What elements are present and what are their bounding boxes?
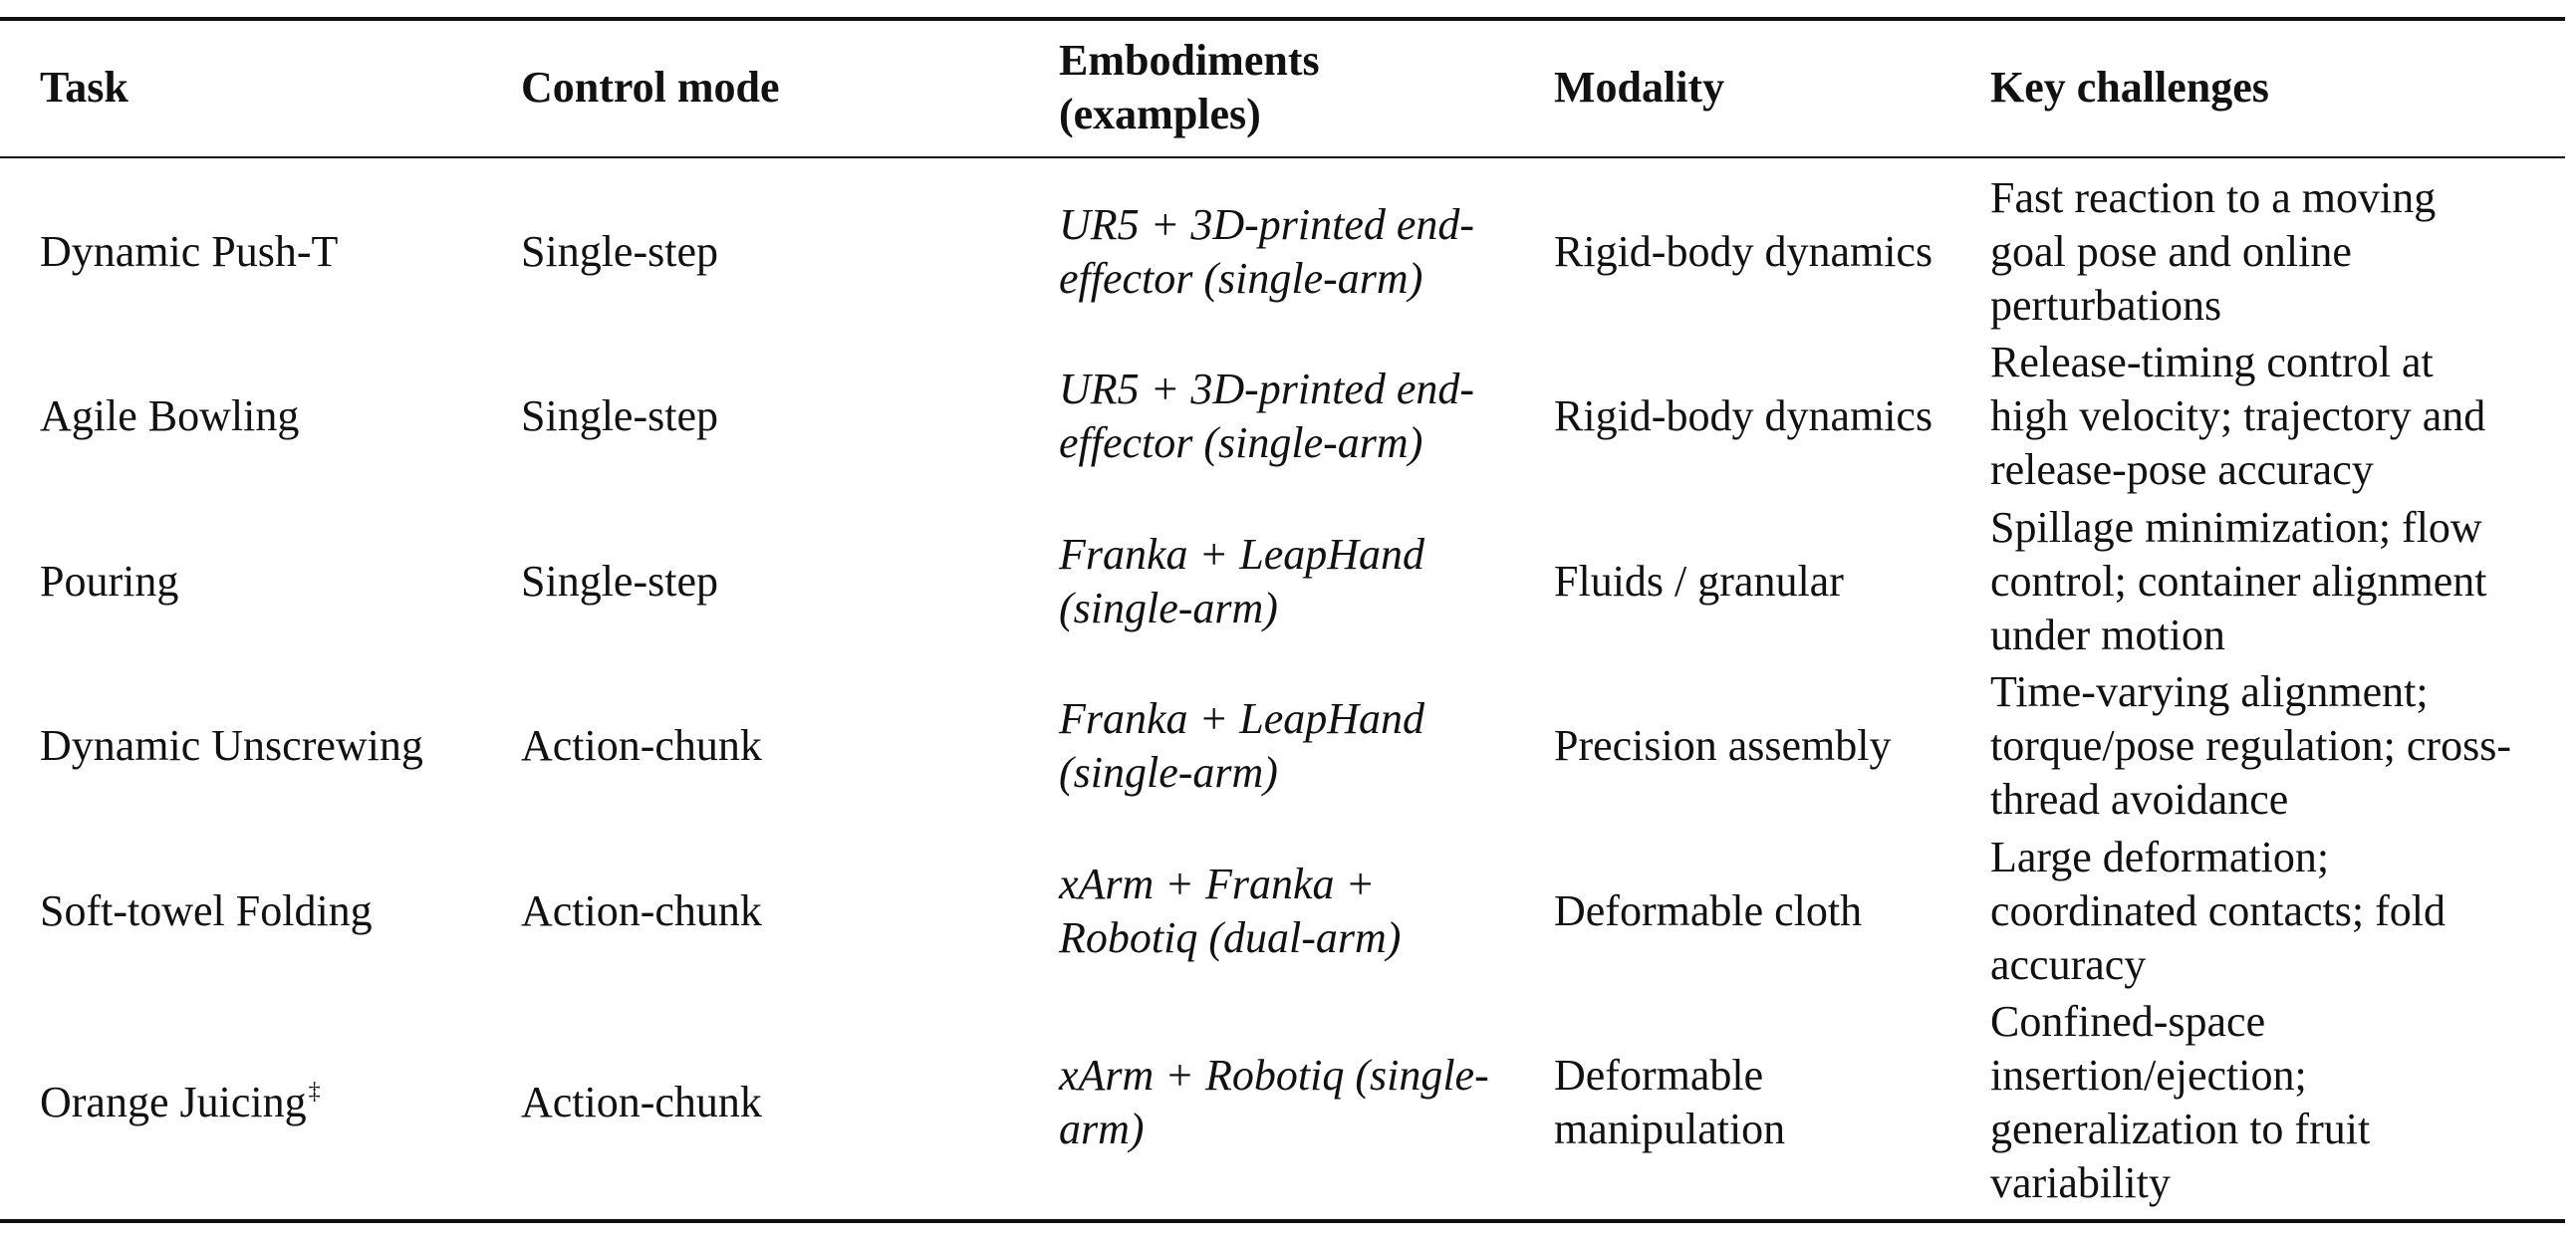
- row-5-control-mode: Action-chunk: [521, 886, 762, 935]
- row-3-embodiment: Franka + LeapHand (single-arm): [1059, 530, 1424, 632]
- row-6-embodiment: xArm + Robotiq (single- arm): [1059, 1051, 1489, 1153]
- row-3-task: Pouring: [40, 557, 179, 606]
- row-1-task: Dynamic Push-T: [40, 227, 339, 276]
- row-2-modality: Rigid-body dynamics: [1554, 391, 1933, 440]
- row-5-modality: Deformable cloth: [1554, 886, 1863, 935]
- header-control-mode: Control mode: [521, 63, 780, 112]
- row-5-key-challenges: Large deformation; coordinated contacts;…: [1990, 833, 2446, 989]
- row-6-modality: Deformable manipulation: [1554, 1051, 1786, 1153]
- row-1-control-mode: Single-step: [521, 227, 718, 276]
- row-6-task: Orange Juicing‡: [40, 1078, 321, 1126]
- header-task: Task: [40, 63, 129, 112]
- row-2-control-mode: Single-step: [521, 391, 718, 440]
- row-6-control-mode: Action-chunk: [521, 1078, 762, 1126]
- row-2-task: Agile Bowling: [40, 391, 300, 440]
- row-4-control-mode: Action-chunk: [521, 721, 762, 770]
- header-key-challenges: Key challenges: [1990, 63, 2269, 112]
- header-rule: [0, 156, 2565, 158]
- row-1-modality: Rigid-body dynamics: [1554, 227, 1933, 276]
- header-embodiments-line-1: Embodiments: [1059, 36, 1320, 85]
- header-modality: Modality: [1554, 63, 1725, 112]
- row-2-embodiment: UR5 + 3D-printed end- effector (single-a…: [1059, 365, 1475, 467]
- row-3-key-challenges: Spillage minimization; flow control; con…: [1990, 503, 2487, 659]
- header-embodiments: Embodiments (examples): [1059, 34, 1320, 141]
- row-3-control-mode: Single-step: [521, 557, 718, 606]
- row-4-key-challenges: Time-varying alignment; torque/pose regu…: [1990, 667, 2511, 824]
- header-embodiments-line-2: (examples): [1059, 90, 1261, 138]
- row-5-task: Soft-towel Folding: [40, 886, 373, 935]
- row-1-key-challenges: Fast reaction to a moving goal pose and …: [1990, 173, 2437, 330]
- row-2-key-challenges: Release-timing control at high velocity;…: [1990, 338, 2486, 494]
- row-4-task: Dynamic Unscrewing: [40, 721, 423, 770]
- row-3-modality: Fluids / granular: [1554, 557, 1844, 606]
- row-6-key-challenges: Confined-space insertion/ejection; gener…: [1990, 997, 2371, 1207]
- row-5-embodiment: xArm + Franka + Robotiq (dual-arm): [1059, 860, 1402, 962]
- row-4-modality: Precision assembly: [1554, 721, 1892, 770]
- row-6-task-footnote-mark: ‡: [308, 1079, 321, 1105]
- row-4-embodiment: Franka + LeapHand (single-arm): [1059, 694, 1424, 797]
- bottom-rule: [0, 1219, 2565, 1223]
- top-rule: [0, 17, 2565, 21]
- row-1-embodiment: UR5 + 3D-printed end- effector (single-a…: [1059, 200, 1475, 303]
